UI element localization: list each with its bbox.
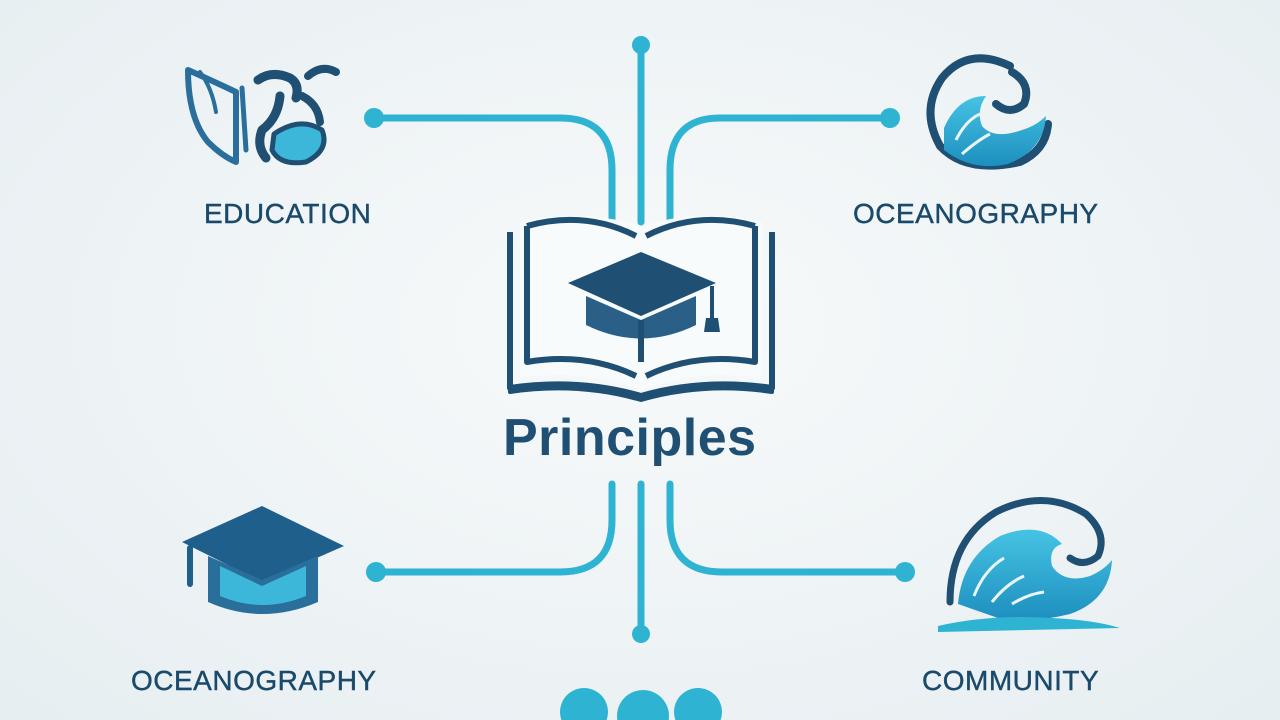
endpoint-top-left <box>364 108 384 128</box>
node-label-top-right: OCEANOGRAPHY <box>853 198 1099 229</box>
connector-top-left <box>370 114 616 226</box>
wave-icon <box>926 54 1052 170</box>
connector-bottom-right <box>666 480 909 576</box>
endpoint-top <box>632 36 650 54</box>
education-hands-icon <box>185 64 340 166</box>
book-with-graduation-cap-icon <box>507 215 775 402</box>
connector-endpoints <box>364 36 915 643</box>
community-people-icon <box>560 688 722 720</box>
connectors <box>370 41 909 638</box>
endpoint-bottom-left <box>366 562 386 582</box>
connector-bottom-left <box>372 480 616 576</box>
endpoint-top-right <box>880 108 900 128</box>
node-label-top-left: EDUCATION <box>204 198 372 229</box>
node-label-bottom-left: OCEANOGRAPHY <box>131 665 377 696</box>
center-node-label: Principles <box>503 409 757 467</box>
connector-top-right <box>666 114 894 226</box>
graduation-cap-icon <box>182 506 344 614</box>
node-label-bottom-right: COMMUNITY <box>922 665 1100 696</box>
endpoint-bottom-right <box>895 562 915 582</box>
endpoint-bottom <box>632 625 650 643</box>
wave-icon <box>938 497 1120 632</box>
